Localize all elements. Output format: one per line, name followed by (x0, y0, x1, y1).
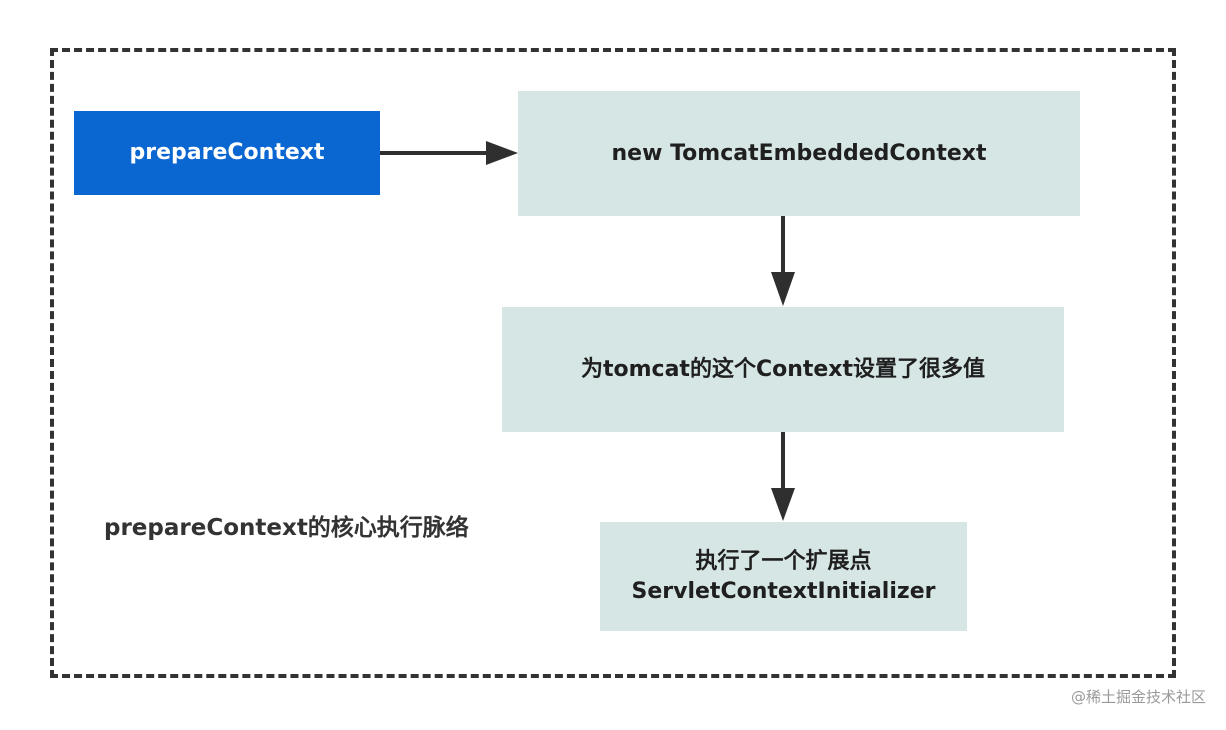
set-values-label: 为tomcat的这个Context设置了很多值 (580, 356, 986, 382)
arrowhead-setvals-to-ext (771, 488, 795, 521)
watermark: @稀土掘金技术社区 (1070, 688, 1206, 706)
set-values-node: 为tomcat的这个Context设置了很多值 (502, 307, 1064, 432)
prepare-context-node: prepareContext (74, 111, 380, 195)
new-context-node: new TomcatEmbeddedContext (518, 91, 1080, 216)
arrowhead-prepare-to-new (486, 141, 518, 165)
new-context-label: new TomcatEmbeddedContext (611, 140, 987, 166)
extension-label-line1: 执行了一个扩展点 (695, 548, 872, 574)
extension-point-node: 执行了一个扩展点 ServletContextInitializer (600, 522, 967, 631)
dashed-boundary (50, 48, 1176, 678)
diagram-caption: prepareContext的核心执行脉络 (104, 515, 469, 541)
extension-label-line2: ServletContextInitializer (631, 578, 936, 604)
prepare-context-label: prepareContext (129, 140, 325, 166)
arrowhead-new-to-setvals (771, 272, 795, 306)
